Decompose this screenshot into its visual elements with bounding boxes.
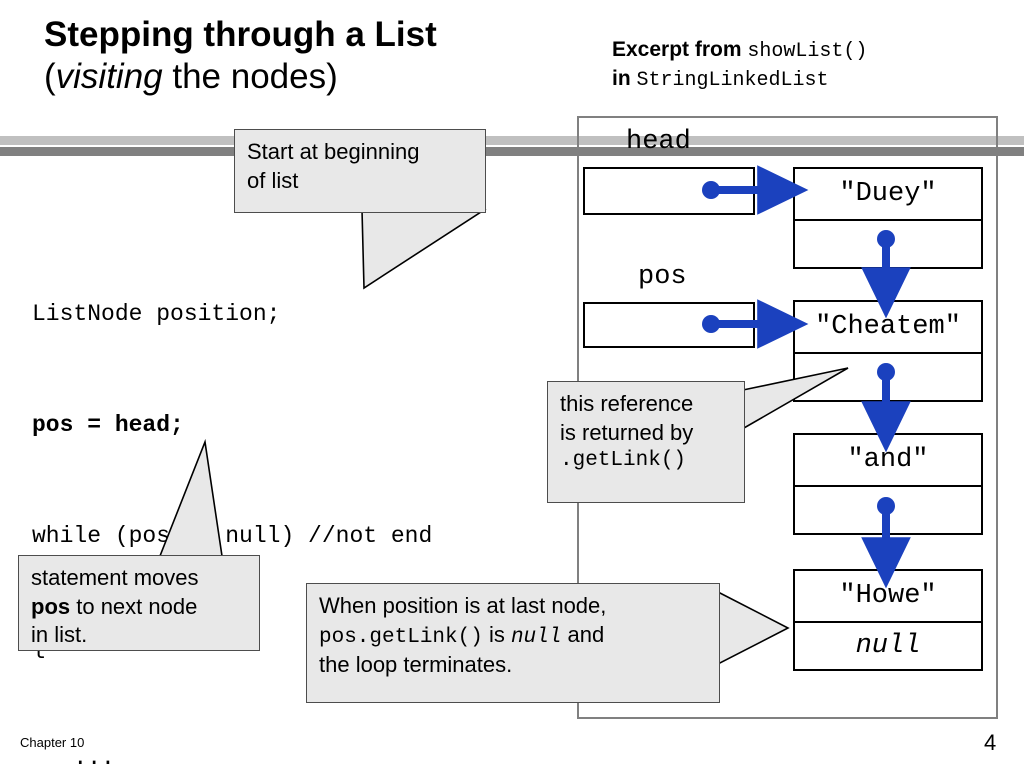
callout-statement-line-3: in list. — [31, 622, 88, 648]
head-pointer-box — [583, 167, 755, 215]
node-link-cell: null — [855, 631, 921, 661]
callout-statement-line-2: pos to next node — [31, 593, 247, 622]
title-paren-open: ( — [44, 57, 56, 96]
excerpt-method-name: showList() — [747, 40, 868, 63]
excerpt-class-name: StringLinkedList — [636, 69, 829, 92]
callout-last-code: pos.getLink() — [319, 625, 483, 649]
divider-bar-light — [0, 136, 1024, 145]
arrow-cheatem-to-and — [861, 363, 911, 453]
callout-last-line-2: pos.getLink() is null and — [319, 621, 707, 651]
code-line-0: ListNode position; — [32, 301, 281, 327]
excerpt-line-1: Excerpt from showList() — [612, 36, 1012, 65]
callout-statement-line-1: statement moves — [31, 565, 199, 590]
callout-last-null: null — [510, 625, 562, 649]
page-title: Stepping through a List (visiting the no… — [44, 14, 564, 98]
arrow-pos-to-cheatem — [702, 299, 809, 349]
callout-statement-bold: pos — [31, 593, 71, 619]
callout-statement-line-2-rest: to next node — [70, 593, 198, 619]
excerpt-note: Excerpt from showList() in StringLinkedL… — [612, 36, 1012, 94]
callout-last-line-1: When position is at last node, — [319, 593, 607, 618]
callout-statement-moves: statement moves pos to next node in list… — [18, 555, 260, 651]
title-line-2-rest: the nodes) — [162, 57, 338, 96]
divider-bar-dark — [0, 147, 1024, 156]
pos-pointer-label: pos — [638, 262, 687, 292]
callout-ref-line-2: is returned by — [560, 419, 694, 445]
excerpt-line-2: in StringLinkedList — [612, 65, 1012, 94]
arrow-duey-to-cheatem — [861, 230, 911, 319]
footer-chapter-label: Chapter 10 — [20, 735, 85, 750]
callout-this-reference: this reference is returned by .getLink() — [547, 381, 745, 503]
callout-ref-code: .getLink() — [560, 449, 687, 473]
callout-ref-line-1: this reference — [560, 391, 694, 416]
arrow-and-to-howe — [861, 497, 911, 589]
code-line-1: pos = head; — [32, 412, 184, 438]
excerpt-lead: Excerpt from — [612, 38, 748, 61]
code-line-4: ... — [32, 745, 115, 768]
title-line-1: Stepping through a List — [44, 15, 437, 54]
callout-start-line-1: Start at beginning — [247, 139, 420, 164]
title-line-2: (visiting the nodes) — [44, 56, 564, 98]
callout-last-node: When position is at last node, pos.getLi… — [306, 583, 720, 703]
callout-start-at-beginning: Start at beginning of list — [234, 129, 486, 213]
head-pointer-label: head — [626, 127, 691, 157]
footer-page-number: 4 — [984, 730, 997, 755]
callout-start-line-2: of list — [247, 167, 299, 193]
arrow-head-to-duey — [702, 165, 809, 215]
node-data-cell: "Duey" — [795, 169, 981, 221]
excerpt-in-word: in — [612, 67, 637, 90]
callout-last-line-3: the loop terminates. — [319, 651, 513, 677]
callout-last-tail-text: and — [561, 621, 605, 647]
callout-last-mid: is — [482, 621, 511, 647]
title-emphasis: visiting — [55, 57, 163, 96]
